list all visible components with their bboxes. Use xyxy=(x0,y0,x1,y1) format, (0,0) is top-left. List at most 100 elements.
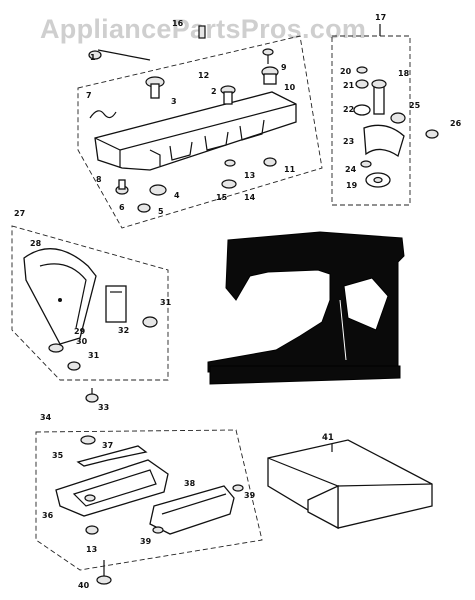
group-1-boundary xyxy=(77,35,323,229)
bobbin-winder-group: 17 20 21 22 18 25 26 23 24 19 xyxy=(331,13,462,206)
callout-28: 28 xyxy=(30,239,42,248)
part-3-shaft xyxy=(150,83,160,99)
part-37-plate xyxy=(76,445,148,467)
callout-17: 17 xyxy=(375,13,386,22)
part-1-screw xyxy=(88,50,102,60)
part-32-bracket xyxy=(105,285,127,323)
top-cover-ridge xyxy=(119,103,297,151)
callout-24: 24 xyxy=(345,165,357,174)
group-34-boundary xyxy=(35,429,263,571)
callout-4: 4 xyxy=(174,191,180,200)
callout-33: 33 xyxy=(98,403,109,412)
callout-41: 41 xyxy=(322,433,334,443)
callout-3: 3 xyxy=(171,97,177,106)
part-41-side xyxy=(307,484,339,530)
part-38-rib xyxy=(161,493,227,515)
part-36-bed xyxy=(55,459,169,517)
part-13-screw xyxy=(85,525,99,535)
callout-2: 2 xyxy=(211,87,217,96)
part-20 xyxy=(356,66,368,74)
callout-31a: 31 xyxy=(160,298,172,307)
callout-10: 10 xyxy=(284,83,296,92)
part-31-screw-b xyxy=(67,361,81,371)
part-24 xyxy=(360,160,372,168)
top-cover-notch-2 xyxy=(169,141,193,161)
part-25 xyxy=(390,112,406,124)
part-40-screw xyxy=(96,575,112,585)
callout-22: 22 xyxy=(343,105,354,114)
callout-27: 27 xyxy=(14,209,25,218)
machine-base xyxy=(209,365,401,385)
part-16-pin xyxy=(198,25,206,39)
top-cover-notch-3 xyxy=(204,131,229,151)
callout-9: 9 xyxy=(281,63,287,72)
callout-25: 25 xyxy=(409,101,421,110)
part-33-screw xyxy=(85,393,99,403)
part-9-screw xyxy=(262,48,274,56)
callout-5: 5 xyxy=(158,207,164,216)
part-19-hub xyxy=(373,176,383,184)
group-17-boundary xyxy=(331,35,411,206)
part-13-washer xyxy=(224,159,236,167)
part-39-pin-a xyxy=(232,484,244,492)
machine-housing xyxy=(207,231,405,385)
callout-18: 18 xyxy=(398,69,410,78)
part-22 xyxy=(353,104,371,116)
part-39-pin-b xyxy=(152,526,164,534)
callout-20: 20 xyxy=(340,67,352,76)
part-30-screw xyxy=(48,343,64,353)
callout-19: 19 xyxy=(346,181,358,190)
callout-30: 30 xyxy=(76,337,88,346)
callout-35: 35 xyxy=(52,451,64,460)
callout-38: 38 xyxy=(184,479,196,488)
part-12-body xyxy=(223,91,233,105)
leader-1 xyxy=(97,49,151,61)
part-35-screw xyxy=(80,435,96,445)
callout-39b: 39 xyxy=(140,537,152,546)
callout-11: 11 xyxy=(284,165,296,174)
part-23-bracket xyxy=(363,124,405,158)
part-26-screw xyxy=(425,129,439,139)
callout-36: 36 xyxy=(42,511,54,520)
callout-12: 12 xyxy=(198,71,209,80)
callout-1: 1 xyxy=(90,53,96,62)
part-28-hole xyxy=(58,298,62,302)
part-36-hole xyxy=(84,494,96,502)
callout-21: 21 xyxy=(343,81,355,90)
part-38-tray xyxy=(149,485,235,535)
top-cover xyxy=(94,91,297,171)
callout-6: 6 xyxy=(119,203,125,212)
machine-arm-opening xyxy=(343,277,389,331)
callout-13b: 13 xyxy=(86,545,97,554)
machine-body xyxy=(207,231,405,373)
callout-23: 23 xyxy=(343,137,354,146)
part-4-foot xyxy=(149,184,167,196)
part-28-face-plate xyxy=(23,248,97,345)
part-31-screw-a xyxy=(142,316,158,328)
callout-39a: 39 xyxy=(244,491,256,500)
face-plate-group: 27 28 29 31 32 30 31 33 xyxy=(11,209,172,412)
top-cover-notch xyxy=(149,149,161,166)
callout-32: 32 xyxy=(118,326,129,335)
part-11-screw xyxy=(263,157,277,167)
callout-29: 29 xyxy=(74,327,86,336)
top-cover-notch-4 xyxy=(239,119,265,141)
callout-16: 16 xyxy=(172,19,184,28)
part-10-body xyxy=(263,73,277,85)
part-6-screw xyxy=(137,203,151,213)
part-15-foot xyxy=(221,179,237,189)
machine-highlight xyxy=(339,299,347,361)
part-18-cap xyxy=(371,79,387,89)
callout-37: 37 xyxy=(102,441,113,450)
callout-15: 15 xyxy=(216,193,228,202)
callout-34: 34 xyxy=(40,413,52,422)
callout-14: 14 xyxy=(244,193,256,202)
callout-7: 7 xyxy=(86,91,92,100)
part-21 xyxy=(355,79,369,89)
part-7-spring xyxy=(89,110,117,119)
accessory-case: 41 xyxy=(267,433,433,530)
part-8-thread xyxy=(118,179,126,190)
part-36-inner xyxy=(72,469,157,507)
